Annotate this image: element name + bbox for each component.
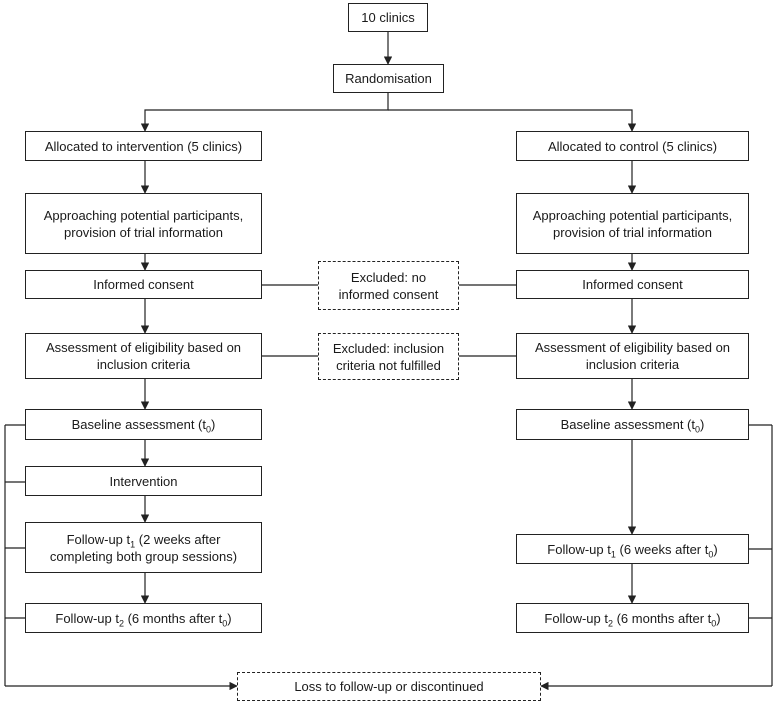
approaching-right-label: Approaching potential participants, prov… [532,207,733,240]
loss-to-followup-box: Loss to follow-up or discontinued [237,672,541,701]
eligibility-right-label: Assessment of eligibility based on inclu… [534,340,731,372]
baseline-left-box: Baseline assessment (t0) [25,409,262,440]
loss-to-followup-label: Loss to follow-up or discontinued [294,679,484,694]
eligibility-left-label: Assessment of eligibility based on inclu… [45,340,242,372]
randomisation-box: Randomisation [333,64,444,93]
approaching-right-box: Approaching potential participants, prov… [516,193,749,254]
baseline-left-label: Baseline assessment (t0) [71,417,216,435]
allocated-intervention-label: Allocated to intervention (5 clinics) [44,138,243,154]
clinics-label: 10 clinics [361,10,415,25]
allocated-control-box: Allocated to control (5 clinics) [516,131,749,161]
eligibility-left-box: Assessment of eligibility based on inclu… [25,333,262,379]
allocated-intervention-box: Allocated to intervention (5 clinics) [25,131,262,161]
excluded-consent-box: Excluded: no informed consent [318,261,459,310]
consent-right-box: Informed consent [516,270,749,299]
consent-right-label: Informed consent [582,277,683,292]
split-line [140,92,389,132]
allocated-control-label: Allocated to control (5 clinics) [547,138,718,154]
intervention-box: Intervention [25,466,262,496]
consent-left-label: Informed consent [93,277,194,292]
followup1-right-box: Follow-up t1 (6 weeks after t0) [516,534,749,564]
followup2-right-box: Follow-up t2 (6 months after t0) [516,603,749,633]
followup1-right-label: Follow-up t1 (6 weeks after t0) [547,541,718,560]
approaching-left-label: Approaching potential participants, prov… [43,207,244,240]
baseline-right-box: Baseline assessment (t0) [516,409,749,440]
followup1-left-box: Follow-up t1 (2 weeks after completing b… [25,522,262,573]
randomisation-label: Randomisation [345,71,432,86]
followup2-left-label: Follow-up t2 (6 months after t0) [55,610,232,629]
eligibility-right-box: Assessment of eligibility based on inclu… [516,333,749,379]
baseline-right-label: Baseline assessment (t0) [560,417,705,435]
consent-left-box: Informed consent [25,270,262,299]
followup2-left-box: Follow-up t2 (6 months after t0) [25,603,262,633]
clinics-box: 10 clinics [348,3,428,32]
approaching-left-box: Approaching potential participants, prov… [25,193,262,254]
excluded-criteria-label: Excluded: inclusion criteria not fulfill… [332,340,445,373]
excluded-criteria-box: Excluded: inclusion criteria not fulfill… [318,333,459,380]
followup2-right-label: Follow-up t2 (6 months after t0) [544,610,721,629]
intervention-label: Intervention [109,473,178,489]
excluded-consent-label: Excluded: no informed consent [338,269,439,302]
split-line-right [388,109,637,132]
followup1-left-label: Follow-up t1 (2 weeks after completing b… [49,531,238,564]
